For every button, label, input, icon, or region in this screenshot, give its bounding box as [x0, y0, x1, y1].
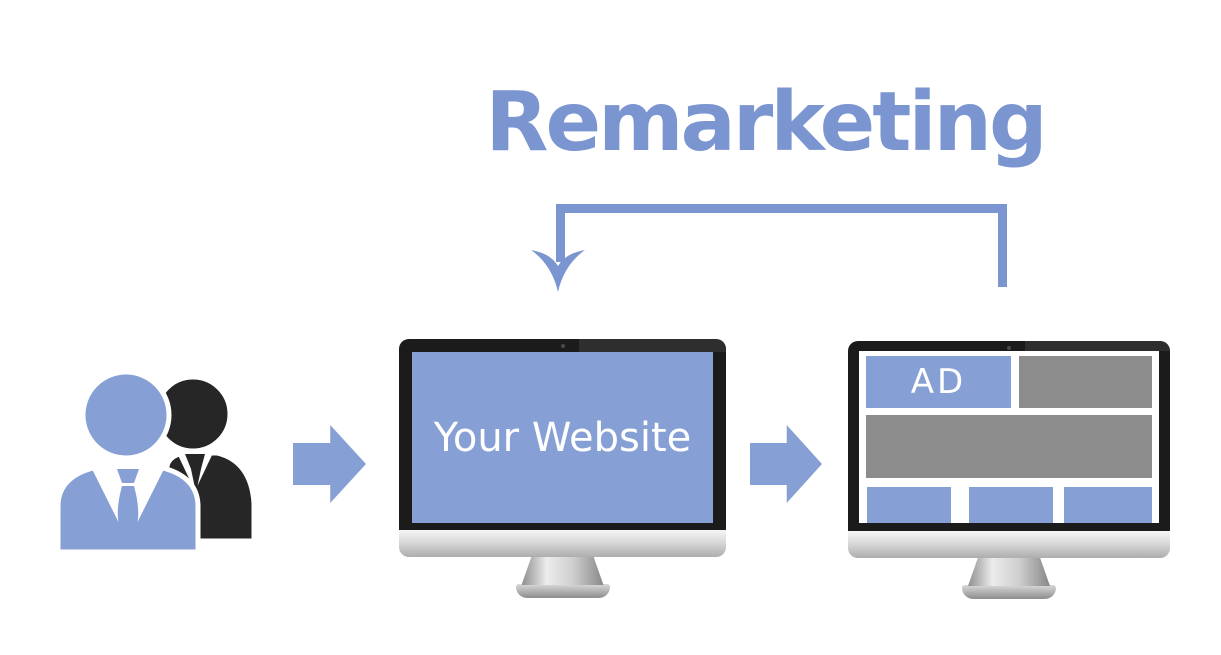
webcam-dot-icon [560, 344, 565, 348]
user-blue-tie-knot [117, 469, 139, 483]
ad-site-monitor: AD [848, 341, 1170, 599]
monitor-chin [399, 530, 726, 557]
user-blue-head [80, 369, 172, 461]
two-users-icon [55, 369, 257, 555]
monitor-stand-base [515, 584, 610, 598]
your-website-monitor: Your Website [399, 339, 726, 598]
content-block-main [866, 415, 1152, 478]
right-block-arrow-icon [293, 425, 366, 503]
monitor-stand-base [962, 585, 1056, 599]
monitor-bezel: AD [848, 341, 1170, 531]
ad-banner: AD [866, 356, 1011, 408]
ad-tile [867, 487, 951, 523]
user-blue-tie [117, 486, 139, 542]
right-block-arrow-icon [750, 425, 822, 503]
user-black-tie [185, 454, 205, 493]
bezel-highlight [1025, 341, 1170, 351]
ad-tile [1064, 487, 1152, 523]
ad-site-screen: AD [859, 351, 1159, 523]
monitor-bezel: Your Website [399, 339, 726, 530]
loop-left-vertical-line [556, 204, 565, 262]
ad-banner-label: AD [910, 362, 967, 402]
content-block-top [1019, 356, 1152, 408]
bezel-highlight [578, 339, 726, 352]
webcam-dot-icon [1007, 346, 1011, 350]
monitor-stand-neck [968, 558, 1050, 586]
loop-right-vertical-line [998, 204, 1007, 287]
monitor-chin [848, 531, 1170, 558]
website-screen-label: Your Website [433, 414, 692, 461]
remarketing-loop-arrow-icon [531, 204, 1007, 292]
ad-tile [969, 487, 1053, 523]
user-blue-icon [55, 369, 201, 555]
page-title: Remarketing [485, 75, 1047, 170]
down-arrowhead-icon [531, 250, 585, 292]
monitor-stand-neck [521, 557, 604, 585]
loop-horizontal-line [556, 204, 1007, 213]
website-screen: Your Website [412, 352, 713, 523]
